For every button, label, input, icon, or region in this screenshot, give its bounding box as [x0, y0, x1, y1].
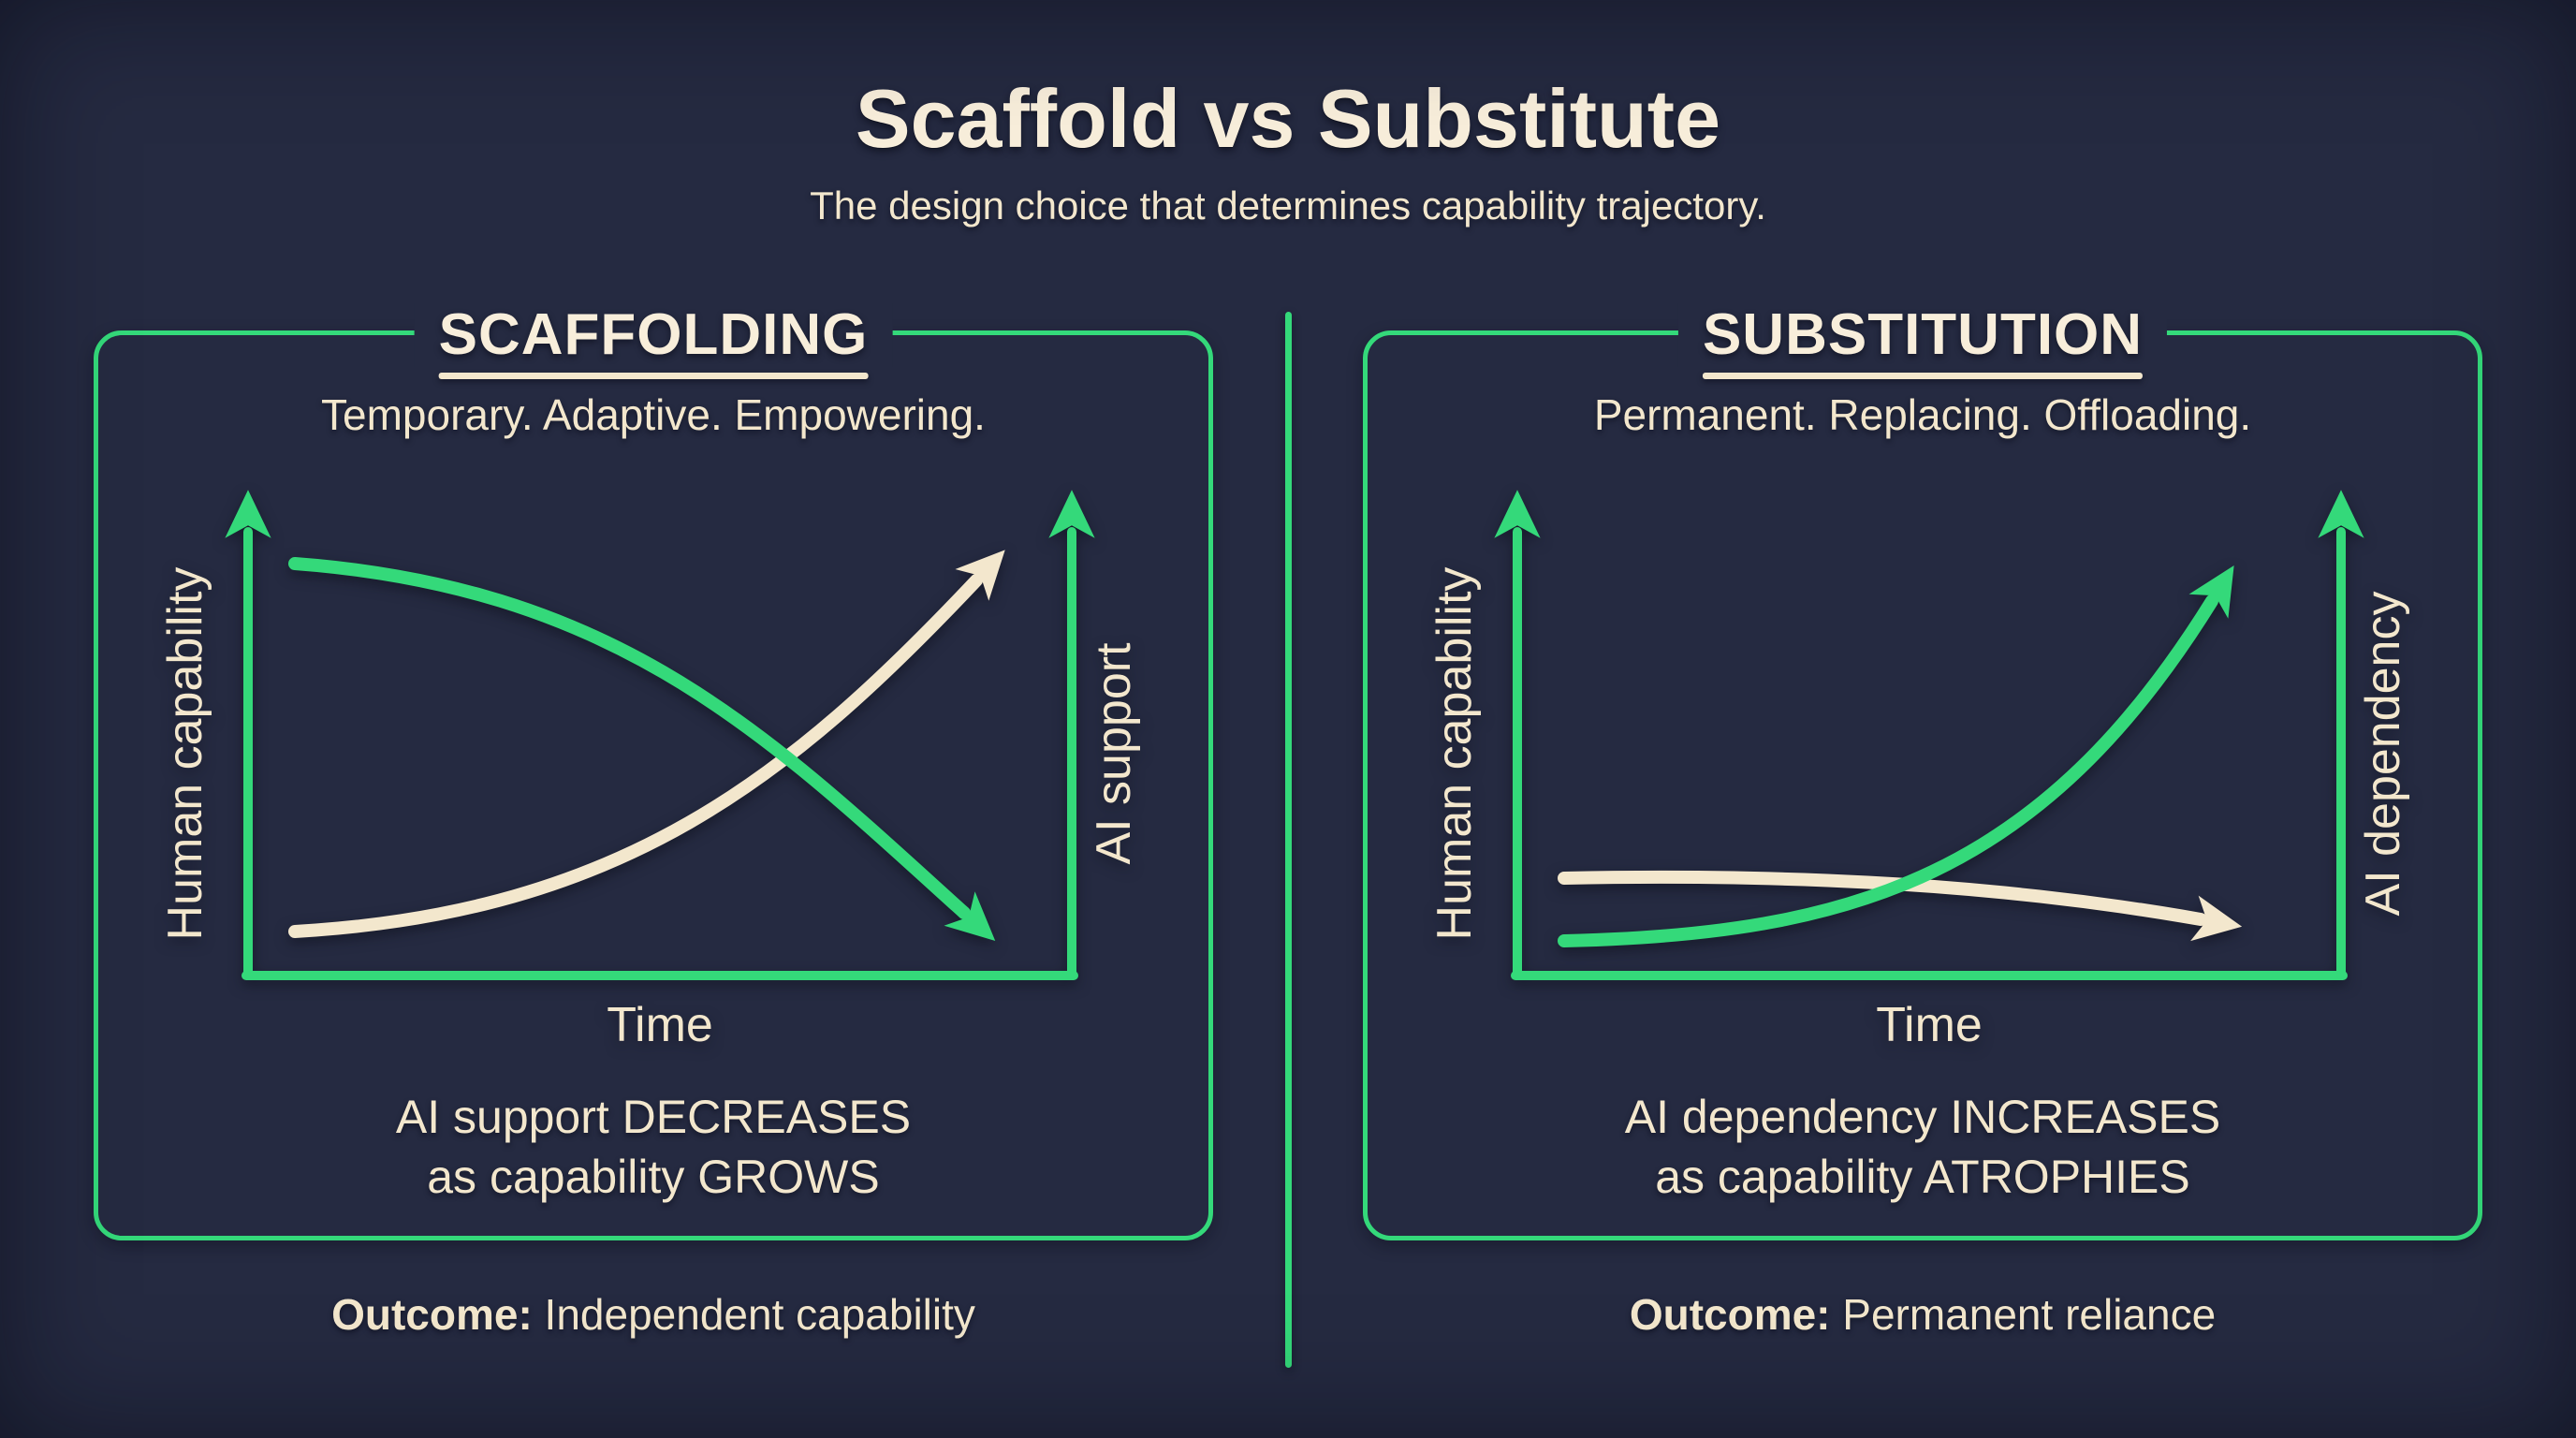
outcome-text: Permanent reliance	[1842, 1290, 2217, 1339]
substitution-outcome: Outcome: Permanent reliance	[1363, 1289, 2482, 1340]
x-axis-label: Time	[607, 998, 713, 1052]
caption-line-1: AI support DECREASES	[395, 1091, 912, 1143]
substitution-tagline: Permanent. Replacing. Offloading.	[1593, 390, 2252, 439]
scaffolding-outcome: Outcome: Independent capability	[94, 1289, 1213, 1340]
center-divider	[1285, 312, 1292, 1368]
outcome-label: Outcome:	[1629, 1290, 1831, 1339]
substitution-title-wrap: SUBSTITUTION	[1677, 302, 2168, 380]
substitution-box: SUBSTITUTION Permanent. Replacing. Offlo…	[1363, 302, 2482, 1240]
scaffolding-tagline: Temporary. Adaptive. Empowering.	[321, 390, 986, 439]
outcome-label: Outcome:	[331, 1290, 533, 1339]
substitution-caption: AI dependency INCREASES as capability AT…	[1368, 1087, 2478, 1207]
curves	[1558, 565, 2243, 947]
scaffolding-chart: Human capability AI support Time	[158, 490, 1141, 1052]
scaffolding-title: SCAFFOLDING	[414, 302, 893, 368]
title-underline	[438, 373, 869, 380]
caption-line-2: as capability ATROPHIES	[1655, 1151, 2190, 1203]
scaffolding-box: SCAFFOLDING Temporary. Adaptive. Empower…	[94, 302, 1213, 1240]
caption-line-1: AI dependency INCREASES	[1624, 1091, 2221, 1143]
y-right-label: AI support	[1087, 642, 1141, 865]
y-right-label: AI dependency	[2356, 592, 2410, 917]
y-left-label: Human capability	[158, 567, 212, 941]
scaffolding-title-wrap: SCAFFOLDING	[414, 302, 893, 380]
panel-scaffolding: SCAFFOLDING Temporary. Adaptive. Empower…	[94, 302, 1213, 1340]
curves	[288, 550, 1005, 942]
axes	[225, 490, 1095, 980]
substitution-chart: Human capability AI dependency Time	[1427, 490, 2410, 1052]
page-title: Scaffold vs Substitute	[855, 72, 1721, 165]
curve-ai-dependency	[1558, 565, 2234, 947]
caption-line-2: as capability GROWS	[427, 1151, 880, 1203]
title-underline	[1702, 373, 2144, 380]
y-left-label: Human capability	[1427, 567, 1482, 941]
panel-substitution: SUBSTITUTION Permanent. Replacing. Offlo…	[1363, 302, 2482, 1340]
page-subtitle: The design choice that determines capabi…	[810, 183, 1766, 227]
x-axis-label: Time	[1876, 998, 1983, 1052]
axes	[1494, 490, 2364, 980]
outcome-text: Independent capability	[544, 1290, 975, 1339]
curve-human-capability	[288, 550, 1005, 938]
curve-ai-support	[288, 557, 996, 942]
substitution-title: SUBSTITUTION	[1677, 302, 2168, 368]
scaffolding-caption: AI support DECREASES as capability GROWS	[98, 1087, 1208, 1207]
